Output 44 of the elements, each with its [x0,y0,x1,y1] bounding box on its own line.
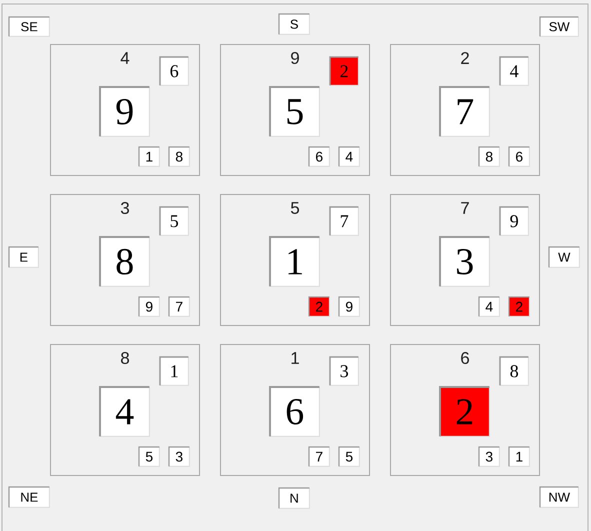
number-box: 5 [138,446,160,467]
number-box: 9 [499,206,529,236]
direction-box: NE [8,486,50,508]
number-box: 9 [338,296,360,317]
main-number-box: 7 [439,86,490,137]
number-box: 5 [159,206,189,236]
direction-box: E [8,246,39,268]
number-box: 5 [338,446,360,467]
direction-box: SE [8,16,50,37]
number-box: 8 [168,146,190,167]
number-box: 2 [508,296,530,317]
number-box: 4 [499,56,529,86]
direction-box: SW [539,16,579,37]
number-box: 3 [329,356,359,386]
main-number-box: 5 [269,86,320,137]
number-box: 2 [308,296,330,317]
number-box: 4 [478,296,500,317]
main-number-box: 6 [269,386,320,437]
main-number-box: 1 [269,236,320,287]
number-box: 2 [329,56,359,86]
number-box: 3 [168,446,190,467]
number-box: 7 [308,446,330,467]
number-box: 1 [508,446,530,467]
number-box: 8 [478,146,500,167]
main-number-box: 2 [439,386,490,437]
number-box: 7 [168,296,190,317]
number-box: 8 [499,356,529,386]
number-box: 1 [138,146,160,167]
number-box: 9 [138,296,160,317]
number-box: 6 [508,146,530,167]
main-number-box: 9 [99,86,150,137]
main-number-box: 4 [99,386,150,437]
number-box: 7 [329,206,359,236]
number-box: 3 [478,446,500,467]
direction-box: S [278,13,310,35]
number-box: 6 [308,146,330,167]
main-number-box: 8 [99,236,150,287]
direction-box: N [278,487,310,509]
number-box: 6 [159,56,189,86]
number-box: 1 [159,356,189,386]
main-number-box: 3 [439,236,490,287]
direction-box: W [548,246,580,268]
number-box: 4 [338,146,360,167]
direction-box: NW [539,486,579,508]
